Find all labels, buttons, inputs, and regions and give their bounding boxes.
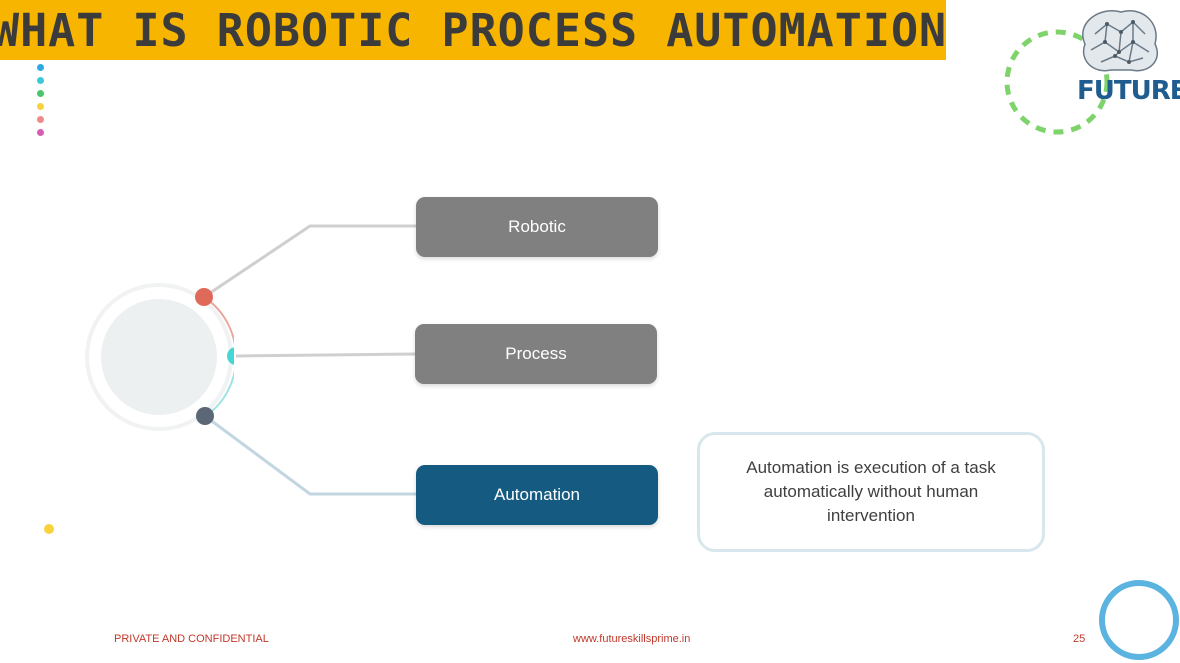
connector-automation bbox=[204, 414, 416, 496]
logo: FUTURE bbox=[1003, 4, 1180, 144]
connector-robotic bbox=[203, 224, 416, 299]
robotic-button[interactable]: Robotic bbox=[416, 197, 658, 257]
decorative-dots bbox=[37, 64, 45, 142]
dot-icon bbox=[37, 64, 44, 71]
dot-icon bbox=[37, 129, 44, 136]
automation-label: Automation bbox=[494, 485, 580, 504]
dot-icon bbox=[37, 103, 44, 110]
connector-process bbox=[235, 352, 416, 358]
hub-node-slate-icon bbox=[196, 407, 214, 425]
definition-box: Automation is execution of a task automa… bbox=[697, 432, 1045, 552]
hub-node-red-icon bbox=[195, 288, 213, 306]
slide-title: WHAT IS ROBOTIC PROCESS AUTOMATION bbox=[0, 4, 946, 57]
corner-ring-icon bbox=[1099, 580, 1179, 660]
footer-website-link[interactable]: www.futureskillsprime.in bbox=[573, 633, 691, 645]
logo-text: FUTURE bbox=[1077, 76, 1180, 106]
dot-icon bbox=[37, 90, 44, 97]
brain-logo-icon bbox=[1004, 10, 1158, 135]
process-button[interactable]: Process bbox=[415, 324, 657, 384]
hub-node-cyan-icon bbox=[227, 347, 234, 365]
dot-icon bbox=[37, 77, 44, 84]
process-label: Process bbox=[505, 344, 567, 363]
dot-icon bbox=[37, 116, 44, 123]
definition-text: Automation is execution of a task automa… bbox=[746, 458, 996, 525]
title-bar: WHAT IS ROBOTIC PROCESS AUTOMATION bbox=[0, 0, 946, 60]
automation-button[interactable]: Automation bbox=[416, 465, 658, 525]
yellow-dot-icon bbox=[44, 524, 54, 534]
hub-circle bbox=[85, 283, 234, 431]
page-number: 25 bbox=[1073, 633, 1086, 645]
footer-confidential: PRIVATE AND CONFIDENTIAL bbox=[114, 633, 269, 645]
robotic-label: Robotic bbox=[508, 217, 566, 236]
